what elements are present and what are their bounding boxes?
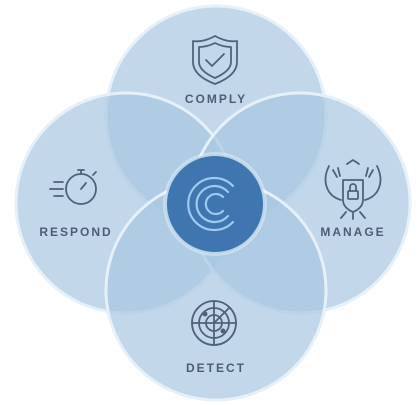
eagle-lock-icon	[324, 159, 382, 220]
radar-icon	[191, 300, 237, 346]
shield-check-icon	[192, 35, 238, 85]
c-logo-icon	[187, 176, 235, 232]
label-comply: COMPLY	[185, 92, 247, 106]
stopwatch-icon	[49, 169, 97, 205]
label-manage: MANAGE	[320, 225, 385, 239]
label-respond: RESPOND	[39, 225, 112, 239]
label-detect: DETECT	[186, 361, 246, 375]
center-badge	[163, 152, 267, 256]
